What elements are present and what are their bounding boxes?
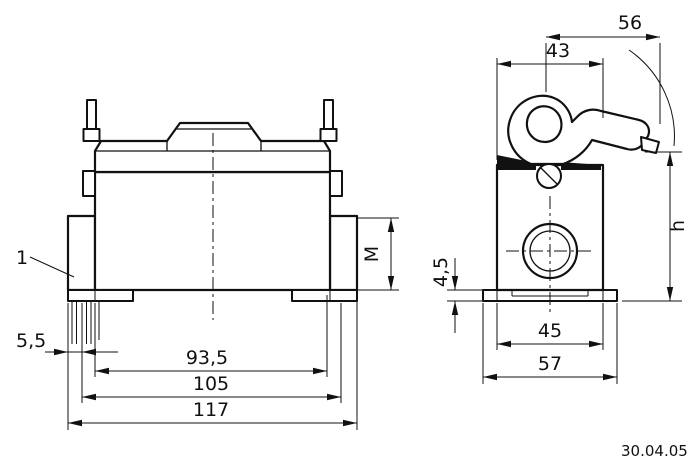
dim-label-flange-height: M bbox=[361, 246, 383, 262]
front-lug-right bbox=[329, 170, 343, 197]
front-flange-left bbox=[66, 214, 97, 292]
dim-label-base-depth: 57 bbox=[538, 353, 562, 375]
side-base-steps bbox=[496, 290, 604, 301]
part-ref-label: 1 bbox=[16, 247, 28, 269]
dim-label-lever-reach: 56 bbox=[618, 12, 642, 34]
front-peg-right bbox=[323, 99, 334, 130]
dim-label-overall-width: 117 bbox=[193, 399, 229, 421]
dim-label-hole-spacing: 105 bbox=[193, 373, 229, 395]
front-stud-lines bbox=[71, 302, 100, 344]
dim-label-base-height: 4,5 bbox=[430, 257, 452, 287]
date-stamp: 30.04.05 bbox=[621, 442, 688, 460]
front-view bbox=[66, 99, 359, 344]
front-foot-left bbox=[67, 289, 134, 302]
dim-label-overall-height: h bbox=[667, 220, 689, 232]
side-center-lines bbox=[506, 196, 594, 316]
front-foot-steps bbox=[94, 290, 331, 301]
front-peg-left bbox=[86, 99, 97, 130]
side-lever-tip bbox=[640, 136, 660, 154]
side-locking-lever bbox=[507, 94, 651, 166]
side-view bbox=[482, 49, 675, 316]
dim-label-top-width: 43 bbox=[546, 40, 570, 62]
side-gasket-right bbox=[561, 162, 601, 170]
front-peg-right-collar bbox=[319, 128, 338, 142]
dimension-labels: 5,5 93,5 105 117 M 1 56 43 4,5 h 45 57 3… bbox=[16, 12, 689, 460]
dim-label-body-depth: 45 bbox=[538, 320, 562, 342]
side-gasket-left bbox=[497, 155, 536, 170]
dimension-lines bbox=[45, 33, 674, 427]
front-flange-right bbox=[328, 214, 359, 292]
front-cap bbox=[93, 121, 332, 174]
side-swing-arc bbox=[628, 49, 675, 147]
front-peg-left-collar bbox=[82, 128, 101, 142]
front-lug-left bbox=[82, 170, 96, 197]
dim-label-body-width: 93,5 bbox=[186, 347, 228, 369]
front-foot-right bbox=[291, 289, 358, 302]
side-screw-slot bbox=[540, 167, 558, 185]
extension-lines bbox=[29, 43, 682, 430]
dim-label-flange-lip: 5,5 bbox=[16, 330, 46, 352]
